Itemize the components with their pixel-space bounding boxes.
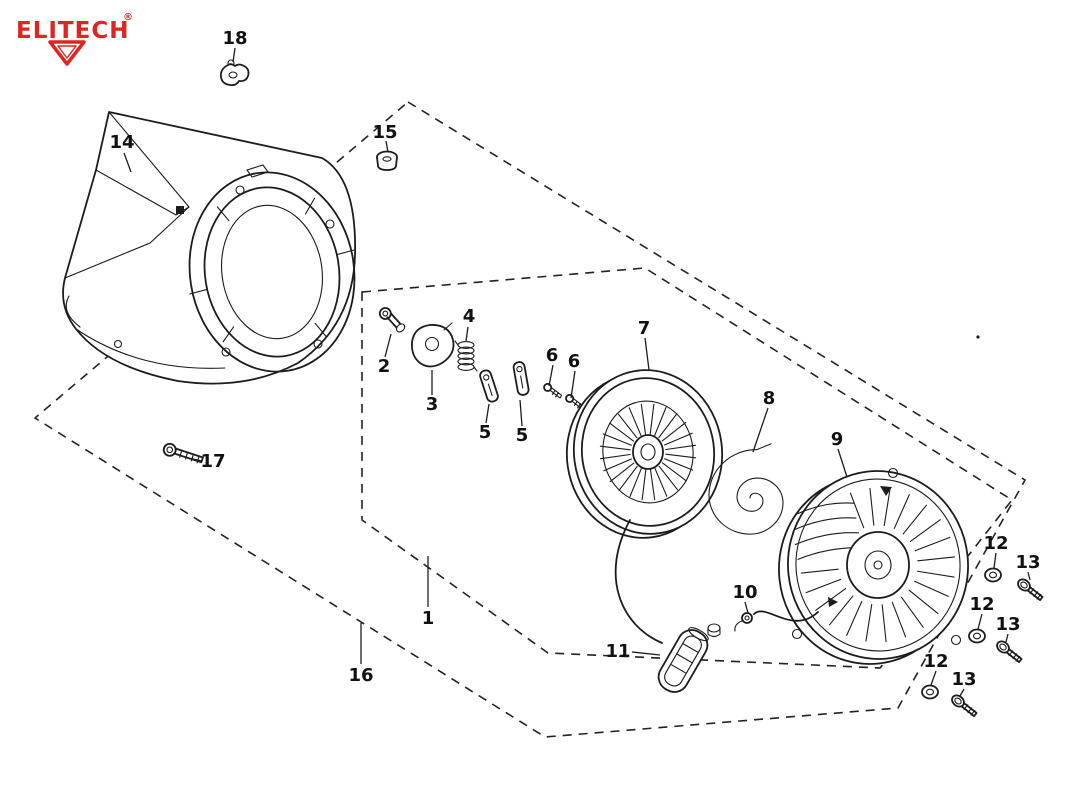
brand-triangle-inner-icon: [57, 45, 77, 59]
part-label-12b: 12: [969, 594, 994, 615]
flange-bolt-drawing-a: [1017, 578, 1044, 602]
fan-housing-drawing: [62, 111, 356, 385]
screw-drawing-a: [543, 382, 563, 399]
washer-drawing-a: [984, 567, 1002, 583]
part-label-5a: 5: [479, 422, 492, 443]
part-label-5b: 5: [516, 425, 529, 446]
part-label-17: 17: [200, 451, 225, 472]
part-label-6a: 6: [546, 345, 559, 366]
part-label-3: 3: [426, 394, 439, 415]
brand-registered-mark: ®: [123, 12, 133, 23]
inner-dashed-outline: [361, 267, 1014, 669]
part-label-7: 7: [638, 318, 651, 339]
housing-vent-hole: [176, 206, 184, 214]
part-label-11: 11: [605, 641, 630, 662]
rim-ticks: [189, 197, 355, 343]
starter-cover-drawing: [778, 467, 969, 665]
flange-bolt-drawing-b: [996, 640, 1023, 664]
part-label-6b: 6: [568, 351, 581, 372]
part-label-14: 14: [109, 132, 134, 153]
cover-arrow-mark-left: [828, 597, 838, 607]
part-label-1: 1: [422, 608, 435, 629]
part-label-15: 15: [372, 122, 397, 143]
part-label-13a: 13: [1015, 552, 1040, 573]
pulley-spokes: [599, 403, 697, 501]
brand-logo: ELITECH ®: [16, 12, 133, 66]
pivot-bolt-drawing: [378, 307, 406, 333]
part-label-2: 2: [378, 356, 391, 377]
handle-drawing: [657, 623, 721, 693]
pawl-drawing-a: [479, 369, 499, 403]
collar-drawing: [376, 150, 398, 171]
leader-lines: [123, 47, 1031, 697]
brand-name: ELITECH: [16, 18, 129, 44]
washer-drawing-c: [921, 684, 939, 700]
part-label-13c: 13: [951, 669, 976, 690]
pawl-drawing-b: [512, 361, 530, 396]
speck-mark: [976, 335, 980, 339]
pulley-drawing: [565, 369, 724, 539]
part-label-9: 9: [831, 429, 844, 450]
part-label-8: 8: [763, 388, 776, 409]
rope-knot: [741, 612, 753, 624]
part-label-12c: 12: [923, 651, 948, 672]
outer-dashed-outline: [33, 101, 1027, 738]
part-label-18: 18: [222, 28, 247, 49]
clip-drawing: [219, 59, 250, 87]
part-label-16: 16: [348, 665, 373, 686]
rope-drawing: [614, 519, 819, 644]
part-labels: 18 14 15 2 4 3 5 5 6 6 7 8 9 17 1 16 10 …: [109, 28, 1040, 690]
ratchet-cam-drawing: [411, 322, 455, 368]
part-label-13b: 13: [995, 614, 1020, 635]
part-label-4: 4: [463, 306, 476, 327]
washer-drawing-b: [968, 628, 986, 644]
spring-drawing: [454, 340, 478, 372]
part-label-12a: 12: [983, 533, 1008, 554]
spiral-spring-drawing: [708, 443, 784, 535]
part-label-10: 10: [732, 582, 757, 603]
flange-bolt-drawing-c: [951, 694, 978, 718]
cover-arrow-mark-top: [880, 486, 892, 496]
